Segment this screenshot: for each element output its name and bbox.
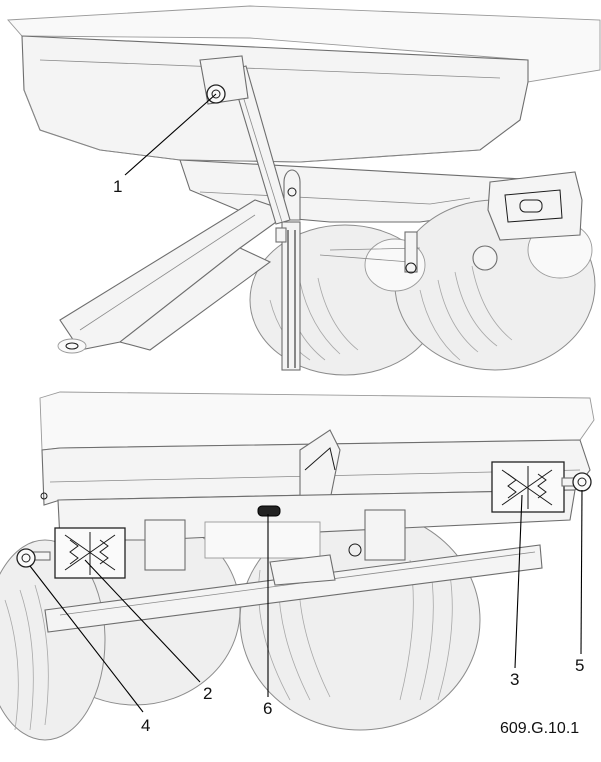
number-plate-light [257,505,281,517]
figure-reference: 609.G.10.1 [500,720,579,737]
callout-5: 5 [575,656,584,675]
side-marker-right [561,472,592,492]
callout-2: 2 [203,684,212,703]
leader-lines [29,93,583,713]
top-view-trailer-front [7,5,601,376]
side-marker-left [16,548,51,568]
callout-3: 3 [510,670,519,689]
callout-1: 1 [113,177,122,196]
bottom-view-trailer-rear [0,391,595,741]
callout-6: 6 [263,699,272,718]
callout-4: 4 [141,716,150,735]
